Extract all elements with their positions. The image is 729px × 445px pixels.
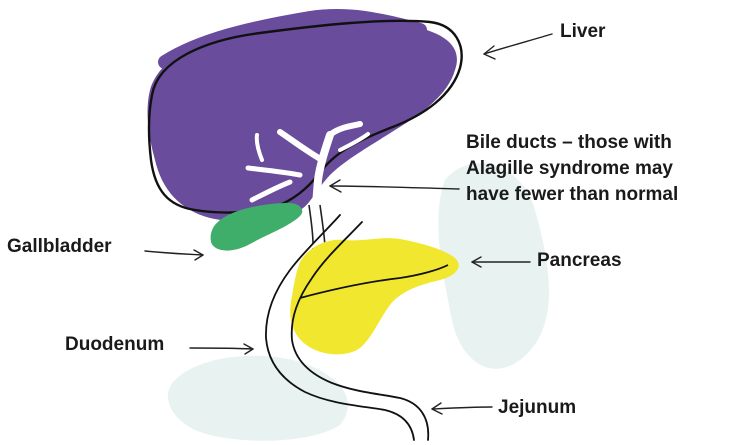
bile-ducts-label-line-2: Alagille syndrome may [466,156,678,182]
bile-ducts-label: Bile ducts – those with Alagille syndrom… [466,130,678,208]
pancreas-label: Pancreas [537,249,622,273]
jejunum-label: Jejunum [498,396,576,420]
duodenum-arrow [190,344,253,354]
pancreas-shape [290,238,459,354]
gallbladder-arrow [145,250,203,260]
bile-ducts-label-line-1: Bile ducts – those with [466,130,678,156]
liver-label: Liver [560,20,605,44]
bile-ducts-label-line-3: have fewer than normal [466,182,678,208]
liver-arrow [484,34,552,59]
bile-duct-arrow [330,180,459,192]
jejunum-arrow [432,403,492,414]
duodenum-label: Duodenum [65,333,164,357]
gallbladder-label: Gallbladder [7,235,112,259]
